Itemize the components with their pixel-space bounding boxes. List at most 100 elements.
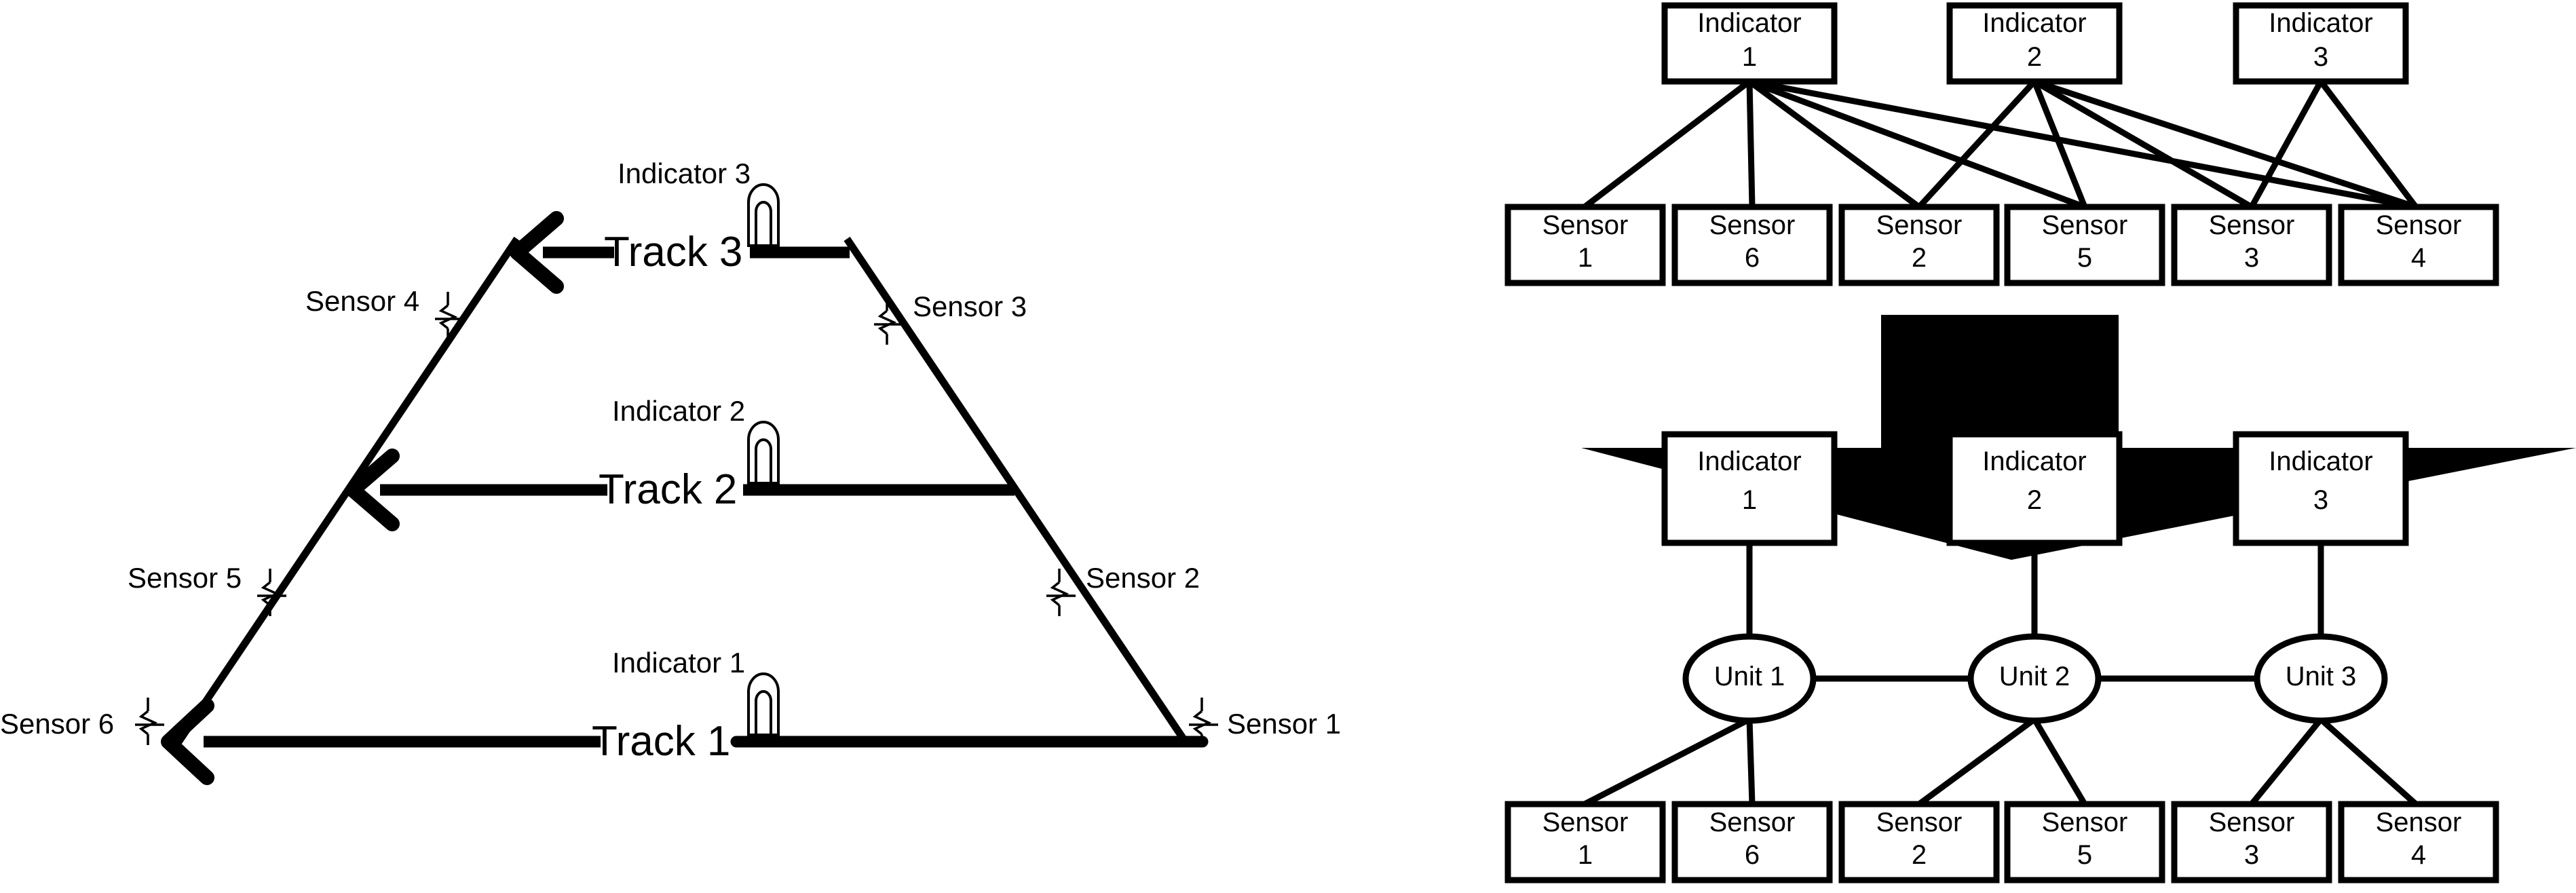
before-sensor-2-text-line1: Sensor (1876, 210, 1963, 240)
sensor-5-symbol-icon (257, 569, 286, 616)
edge-u2-s5 (2032, 717, 2087, 806)
sensor-1-label: Sensor 1 (1227, 708, 1342, 740)
before-sensor-1-box[interactable] (1504, 204, 1666, 286)
before-indicator-2-text-line1: Indicator (1982, 8, 2087, 38)
sensor-1-symbol-icon (1189, 698, 1218, 745)
after-indicator-2-box[interactable] (1946, 431, 2123, 546)
after-sensor-3-box[interactable] (2171, 801, 2332, 884)
edge-i3-s4 (2318, 79, 2419, 209)
indicator-1-lamp-icon (747, 672, 780, 736)
sensor-2-symbol-icon (1046, 569, 1076, 616)
before-sensor-3-text-line2: 3 (2243, 243, 2260, 273)
after-unit-1-ellipse[interactable] (1682, 633, 1817, 724)
after-sensor-5-box[interactable] (2004, 801, 2165, 884)
after-indicator-2-text-line2: 2 (2026, 485, 2043, 515)
sensor-2-label: Sensor 2 (1086, 562, 1200, 594)
before-indicator-1-text-line1: Indicator (1697, 8, 1802, 38)
after-sensor-1-box[interactable] (1504, 801, 1666, 884)
before-sensor-3-box[interactable] (2171, 204, 2332, 286)
after-sensor-2-box[interactable] (1838, 801, 2000, 884)
sensor-3-symbol-icon (874, 297, 903, 345)
before-sensor-4-box[interactable] (2338, 204, 2499, 286)
edge-i2-s2 (1916, 79, 2037, 210)
before-indicator-1-text-line2: 1 (1741, 42, 1758, 72)
after-sensor-1-text-line1: Sensor (1542, 808, 1629, 837)
after-sensor-3-text-line2: 3 (2243, 840, 2260, 870)
track-1-arrowhead (161, 698, 214, 785)
sensor-3-label: Sensor 3 (913, 290, 1027, 322)
after-unit-3-ellipse[interactable] (2254, 633, 2388, 724)
edge-i2-s4 (2033, 78, 2417, 210)
track-2-arrowhead (345, 449, 400, 531)
after-sensor-3-text-line1: Sensor (2208, 808, 2295, 837)
after-graph-edges (1583, 543, 2418, 808)
before-sensor-3-text-line1: Sensor (2208, 210, 2295, 240)
after-sensor-4-text-line1: Sensor (2375, 808, 2462, 837)
after-indicator-3-text-line1: Indicator (2269, 446, 2373, 476)
after-sensor-6-text-line2: 6 (1744, 840, 1760, 870)
before-sensor-1-text-line1: Sensor (1542, 210, 1629, 240)
after-sensor-1-text-line2: 1 (1577, 840, 1593, 870)
after-unit-1-label: Unit 1 (1713, 662, 1785, 691)
edge-i1-s5 (1748, 78, 2086, 210)
before-indicator-3-text-line2: 3 (2313, 42, 2329, 72)
before-indicator-3-text-line1: Indicator (2269, 8, 2373, 38)
before-graph-panel (1504, 2, 2499, 286)
track-2-label: Track 2 (599, 466, 738, 513)
before-sensor-2-text-line2: 2 (1911, 243, 1927, 273)
after-unit-3-label: Unit 3 (2285, 662, 2357, 691)
track-layout-panel (135, 183, 1218, 785)
after-sensor-6-text-line1: Sensor (1709, 808, 1796, 837)
track-3-arrowhead (510, 211, 564, 294)
after-sensor-2-text-line1: Sensor (1876, 808, 1963, 837)
before-sensor-4-text-line2: 4 (2410, 243, 2427, 273)
edge-i1-s6 (1746, 81, 1756, 208)
before-indicator-2-box[interactable] (1946, 2, 2123, 85)
right-diagonal-rail (844, 236, 1190, 746)
indicator-3-lamp-icon (747, 183, 780, 247)
before-sensor-5-text-line2: 5 (2077, 243, 2093, 273)
before-indicator-3-box[interactable] (2233, 2, 2409, 85)
after-sensor-4-text-line2: 4 (2410, 840, 2427, 870)
edge-i2-s5 (2031, 80, 2088, 208)
after-indicator-1-text-line2: 1 (1741, 485, 1758, 515)
after-indicator-1-text-line1: Indicator (1697, 446, 1802, 476)
after-indicator-1-box[interactable] (1661, 431, 1838, 546)
before-sensor-2-box[interactable] (1838, 204, 2000, 286)
after-graph-panel (1504, 431, 2499, 884)
after-sensor-6-box[interactable] (1671, 801, 1833, 884)
after-sensor-5-text-line2: 5 (2077, 840, 2093, 870)
indicator-2-lamp-icon (747, 421, 780, 484)
after-unit-2-label: Unit 2 (1999, 662, 2070, 691)
before-indicator-2-text-line2: 2 (2026, 42, 2043, 72)
sensor-6-symbol-icon (135, 698, 164, 745)
indicator-3-label: Indicator 3 (618, 157, 751, 189)
edge-u1-s1 (1583, 716, 1751, 808)
indicator-2-label: Indicator 2 (612, 395, 746, 427)
before-graph-edges (1583, 78, 2419, 210)
before-indicator-1-box[interactable] (1661, 2, 1838, 85)
after-indicator-3-box[interactable] (2233, 431, 2409, 546)
after-indicator-2-text-line1: Indicator (1982, 446, 2087, 476)
indicator-1-label: Indicator 1 (612, 647, 746, 679)
after-indicator-3-text-line2: 3 (2313, 485, 2329, 515)
after-sensor-5-text-line1: Sensor (2041, 808, 2128, 837)
track-3-label: Track 3 (604, 229, 743, 276)
edge-i1-s2 (1747, 79, 1921, 210)
edge-u2-s2 (1917, 717, 2037, 807)
before-sensor-1-text-line2: 1 (1577, 243, 1593, 273)
before-sensor-6-box[interactable] (1671, 204, 1833, 286)
track-1-label: Track 1 (592, 718, 731, 765)
edge-u3-s3 (2249, 717, 2324, 806)
sensor-4-symbol-icon (435, 292, 464, 339)
after-sensor-2-text-line2: 2 (1911, 840, 1927, 870)
edge-u1-s6 (1746, 719, 1756, 805)
after-unit-2-ellipse[interactable] (1967, 633, 2102, 724)
edge-i3-s3 (2249, 79, 2324, 209)
after-sensor-4-box[interactable] (2338, 801, 2499, 884)
sensor-4-label: Sensor 4 (305, 285, 420, 317)
before-sensor-5-box[interactable] (2004, 204, 2165, 286)
before-sensor-6-text-line1: Sensor (1709, 210, 1796, 240)
